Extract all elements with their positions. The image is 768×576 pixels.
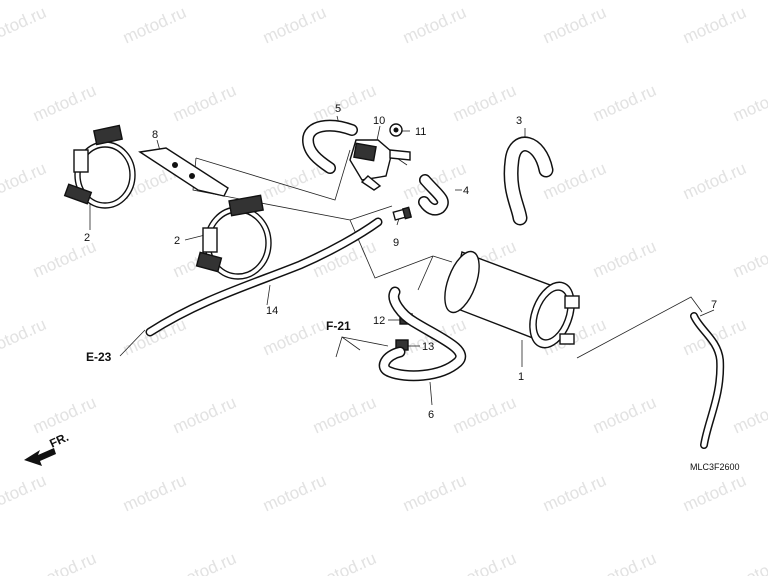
clamp-band-left[interactable] <box>63 124 136 209</box>
direction-label: FR. <box>47 430 70 451</box>
front-direction-arrow: FR. <box>24 430 71 466</box>
callout-2-center: 2 <box>174 235 180 247</box>
callout-8: 8 <box>152 129 158 141</box>
callout-6: 6 <box>428 409 434 421</box>
callout-13: 13 <box>422 341 434 353</box>
callout-1-text: 3 <box>516 115 522 127</box>
ref-f21[interactable]: F-21 <box>326 319 351 333</box>
callout-5: 5 <box>335 103 341 115</box>
thin-tube[interactable] <box>690 312 725 449</box>
callout-9: 9 <box>393 237 399 249</box>
long-tube[interactable] <box>145 217 383 337</box>
tube-short[interactable] <box>418 174 449 216</box>
s-hose[interactable] <box>378 286 466 382</box>
callout-10: 10 <box>373 115 385 127</box>
diagram-code: MLC3F2600 <box>690 462 740 472</box>
callout-1: 1 <box>518 371 524 383</box>
control-valve[interactable] <box>349 139 411 191</box>
tube-joint[interactable] <box>392 206 413 221</box>
callout-7: 7 <box>711 299 717 311</box>
evap-canister[interactable] <box>438 247 583 354</box>
callout-4: 4 <box>463 185 469 197</box>
callout-11: 11 <box>415 126 426 138</box>
callout-12: 12 <box>373 315 385 327</box>
clamp-band-center[interactable] <box>195 194 272 280</box>
bracket-plate[interactable] <box>138 147 229 197</box>
callout-labels: 3 1 2 2 4 5 6 7 8 9 10 11 12 13 14 <box>84 103 717 421</box>
ref-e23[interactable]: E-23 <box>86 350 112 364</box>
tube-upper[interactable] <box>301 119 358 174</box>
nut[interactable] <box>389 123 403 137</box>
callout-2-left: 2 <box>84 232 90 244</box>
curved-hose[interactable] <box>503 136 554 226</box>
callout-14: 14 <box>266 305 278 317</box>
